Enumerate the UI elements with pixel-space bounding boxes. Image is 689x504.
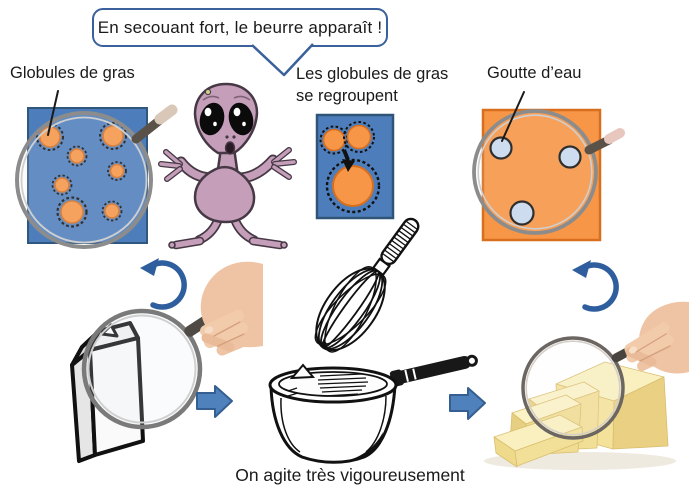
label-globules-regroup-line1: Les globules de gras — [296, 65, 449, 83]
right-arrow-icon-2 — [449, 387, 486, 420]
hand-holding-magnifier — [624, 301, 689, 374]
right-arrow-icon-1 — [196, 385, 233, 418]
caption-agitation: On agite très vigoureusement — [235, 465, 465, 485]
butter-block — [484, 361, 676, 470]
hand-holding-magnifier — [200, 261, 263, 356]
alien-eyes — [199, 102, 254, 136]
water-droplets — [489, 136, 582, 226]
label-fat-globules: Globules de gras — [10, 64, 135, 82]
merge-down-arrow-icon — [342, 149, 355, 172]
speech-bubble-text: En secouant fort, le beurre apparaît ! — [97, 17, 383, 37]
milk-microscopic-panel — [15, 104, 178, 249]
regrouping-panel — [315, 113, 395, 220]
butter-microscopic-panel — [472, 108, 625, 242]
alien-character — [158, 82, 297, 250]
pointer-line-globules — [47, 90, 59, 136]
magnifying-glass-icon — [472, 109, 625, 235]
speech-bubble: En secouant fort, le beurre apparaît ! — [92, 8, 388, 47]
fat-globules-merging — [319, 121, 381, 214]
magnifying-glass-icon — [15, 104, 178, 249]
label-globules-regroup: Les globules de gras se regroupent — [296, 63, 448, 107]
curved-arrow-icon-right — [572, 260, 619, 312]
whisk — [314, 217, 420, 353]
label-globules-regroup-line2: se regroupent — [296, 87, 398, 105]
saucepan — [268, 354, 478, 464]
pointer-line-goutte — [501, 91, 525, 142]
speech-bubble-tail-icon — [251, 43, 314, 77]
label-water-drop: Goutte d’eau — [487, 64, 582, 82]
curved-arrow-icon-left — [140, 258, 187, 310]
